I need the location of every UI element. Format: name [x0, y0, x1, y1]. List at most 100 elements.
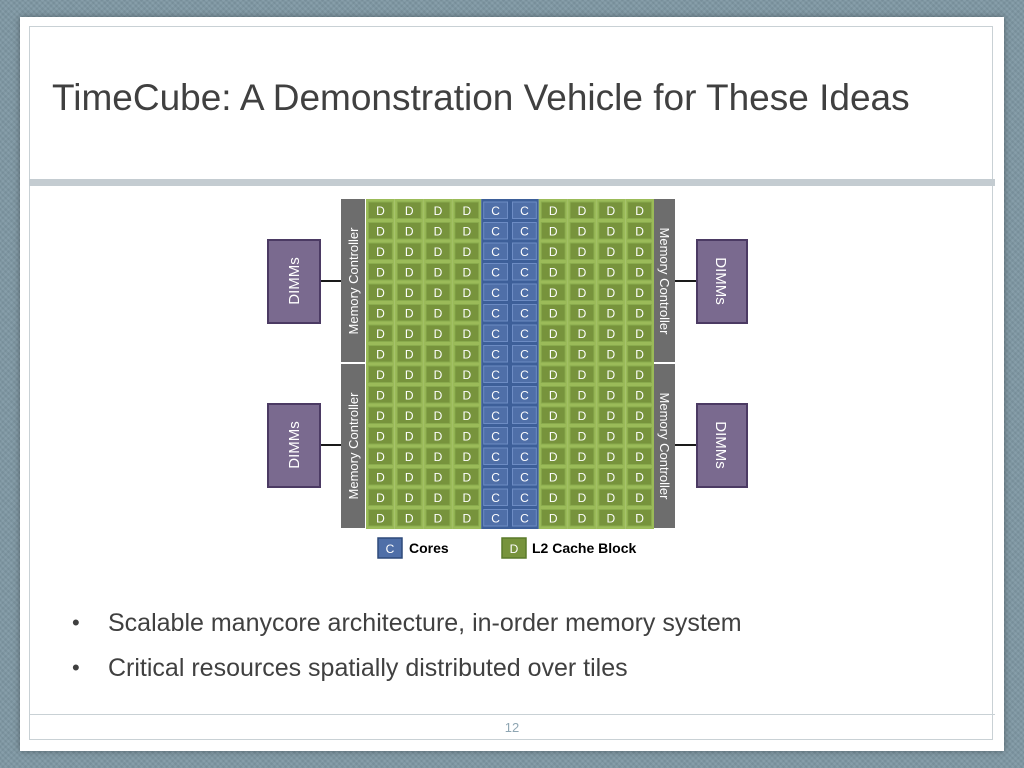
- core-tile-label: C: [491, 491, 500, 505]
- cache-tile-label: D: [405, 491, 414, 505]
- slide-title: TimeCube: A Demonstration Vehicle for Th…: [52, 77, 910, 118]
- core-tile: [512, 406, 537, 424]
- cache-tile-label: D: [606, 327, 615, 341]
- cache-tile: [454, 447, 480, 465]
- cache-tile: [454, 283, 480, 301]
- cache-tile-label: D: [434, 450, 443, 464]
- cache-tile: [396, 324, 422, 342]
- cache-tile-label: D: [606, 204, 615, 218]
- cache-tile-label: D: [376, 265, 385, 279]
- core-tile: [483, 488, 509, 506]
- cache-tile: [540, 468, 566, 486]
- cache-tile: [627, 345, 653, 363]
- cache-tile-label: D: [434, 429, 443, 443]
- cache-tile: [454, 468, 480, 486]
- cache-tile: [598, 509, 624, 527]
- cache-tile-label: D: [376, 450, 385, 464]
- cache-tile-label: D: [376, 286, 385, 300]
- cache-tile-label: D: [635, 511, 644, 525]
- legend-core-letter: C: [386, 542, 395, 556]
- core-tile: [512, 447, 537, 465]
- cache-tile: [396, 427, 422, 445]
- core-tile: [512, 427, 537, 445]
- cache-tile-label: D: [635, 450, 644, 464]
- cache-tile: [368, 509, 393, 527]
- cache-tile: [396, 242, 422, 260]
- cache-tile-label: D: [606, 245, 615, 259]
- core-tile: [512, 488, 537, 506]
- cache-tile: [569, 263, 595, 281]
- cache-tile-label: D: [462, 224, 471, 238]
- cache-tile: [425, 468, 451, 486]
- cache-tile-label: D: [405, 450, 414, 464]
- core-tile: [483, 386, 509, 404]
- slide: TimeCube: A Demonstration Vehicle for Th…: [20, 17, 1004, 751]
- cache-tile-label: D: [549, 409, 558, 423]
- cache-tile-label: D: [405, 409, 414, 423]
- cache-tile: [454, 365, 480, 383]
- core-tile-label: C: [520, 409, 529, 423]
- cache-tile-label: D: [462, 491, 471, 505]
- cache-tile-label: D: [606, 450, 615, 464]
- cache-tile: [569, 427, 595, 445]
- dimm-label: DIMMs: [286, 421, 303, 469]
- cache-tile-label: D: [549, 470, 558, 484]
- cache-tile: [540, 345, 566, 363]
- cache-tile-label: D: [405, 347, 414, 361]
- cache-tile-label: D: [635, 368, 644, 382]
- core-tile: [483, 365, 509, 383]
- cache-tile: [368, 304, 393, 322]
- legend-cache-label: L2 Cache Block: [532, 540, 636, 556]
- cache-tile-label: D: [434, 470, 443, 484]
- cache-tile-label: D: [635, 388, 644, 402]
- cache-tile-label: D: [606, 409, 615, 423]
- cache-tile-label: D: [635, 265, 644, 279]
- cache-tile: [425, 406, 451, 424]
- cache-tile: [425, 345, 451, 363]
- cache-tile-label: D: [462, 450, 471, 464]
- cache-tile: [368, 283, 393, 301]
- core-tile-label: C: [520, 388, 529, 402]
- cache-tile-label: D: [606, 511, 615, 525]
- cache-tile-label: D: [405, 286, 414, 300]
- cache-tile: [569, 509, 595, 527]
- cache-tile-label: D: [578, 224, 587, 238]
- core-tile: [483, 201, 509, 219]
- cache-tile: [368, 324, 393, 342]
- cache-tile-label: D: [376, 224, 385, 238]
- core-tile-label: C: [520, 265, 529, 279]
- cache-tile: [569, 488, 595, 506]
- cache-tile-label: D: [578, 204, 587, 218]
- cache-tile: [598, 406, 624, 424]
- cache-tile: [454, 222, 480, 240]
- core-tile: [512, 283, 537, 301]
- cache-tile: [425, 447, 451, 465]
- cache-tile-label: D: [578, 265, 587, 279]
- cache-tile-label: D: [635, 245, 644, 259]
- cache-tile: [627, 427, 653, 445]
- cache-tile-label: D: [462, 286, 471, 300]
- cache-tile-label: D: [549, 388, 558, 402]
- core-tile-label: C: [491, 245, 500, 259]
- core-tile: [512, 386, 537, 404]
- cache-tile-label: D: [376, 368, 385, 382]
- cache-tile: [396, 283, 422, 301]
- cache-tile-label: D: [405, 204, 414, 218]
- cache-tile-label: D: [578, 347, 587, 361]
- cache-tile-label: D: [434, 368, 443, 382]
- cache-tile: [627, 324, 653, 342]
- bullet-item: Scalable manycore architecture, in-order…: [68, 605, 742, 650]
- cache-tile-label: D: [549, 368, 558, 382]
- cache-tile: [569, 304, 595, 322]
- core-tile: [512, 509, 537, 527]
- cache-tile: [425, 488, 451, 506]
- cache-tile-label: D: [405, 429, 414, 443]
- cache-tile-label: D: [434, 245, 443, 259]
- cache-tile-label: D: [434, 286, 443, 300]
- cache-tile: [598, 304, 624, 322]
- cache-tile-label: D: [462, 204, 471, 218]
- cache-tile-label: D: [549, 224, 558, 238]
- core-tile-label: C: [491, 306, 500, 320]
- cache-tile-label: D: [462, 368, 471, 382]
- dimm-module-right-top: [696, 239, 748, 324]
